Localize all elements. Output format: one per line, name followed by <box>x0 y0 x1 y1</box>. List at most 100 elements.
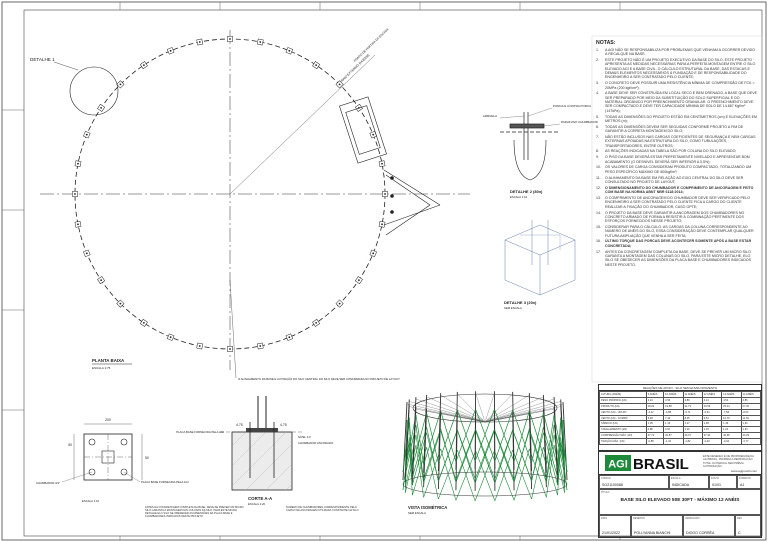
column-marker <box>354 103 363 112</box>
tb-rev-cell: REV. C <box>735 515 761 537</box>
plan-center-leader <box>229 279 237 379</box>
note-item: 15.CONSIDERAR PARA O CÁLCULO, AS CARGAS … <box>596 225 758 238</box>
note-item: 6.TODAS AS DIMENSÕES DEVEM SER SEGUIDAS … <box>596 125 758 134</box>
tb-title-label: TÍTULO <box>601 490 610 494</box>
tb-scale-value: INDICADA <box>672 483 690 487</box>
iso-member <box>412 412 427 467</box>
iso-member <box>409 406 486 423</box>
cut-scale: ESCALA 1:20 <box>248 502 266 506</box>
note-text: AS REAÇÕES INDICADAS NA TABELA SÃO POR C… <box>605 149 737 154</box>
tb-rev-label: REV. <box>737 516 743 520</box>
iso-member <box>455 409 476 462</box>
cut-note-right-box: NÚMERO DE CHUMBADORES CORRESPONDENTE PEL… <box>286 506 359 512</box>
iso-member <box>484 414 495 423</box>
iso-member <box>438 429 458 482</box>
note-item: 7.NÃO ESTÃO INCLUSOS NAS CARGAS COEFICIE… <box>596 135 758 148</box>
column-marker <box>116 80 125 89</box>
note-number: 14. <box>596 210 601 215</box>
iso-member <box>542 394 547 473</box>
detail3-scale: SEM ESCALA <box>504 306 522 310</box>
iso-member <box>531 412 544 464</box>
column-marker <box>139 318 148 327</box>
iso-member <box>475 430 496 484</box>
detail2-tag-nut: PORCA E CONTRA PORCA <box>553 104 591 108</box>
iso-member <box>494 409 515 462</box>
reactions-table: REAÇÕES DE APOIO - SILO SEM ENVELOPAMENT… <box>598 384 762 452</box>
iso-member <box>405 414 417 470</box>
column-marker <box>369 249 377 258</box>
note-item: 17.ANTES DA CONCRETAGEM COMPLETA DA BASE… <box>596 250 758 267</box>
iso-member <box>474 430 495 484</box>
tb-scale-label: ESCALA <box>671 476 681 480</box>
note-text: O DIMENSIONAMENTO DO CHUMBADOR E COMPRIM… <box>605 185 754 195</box>
plan-scale: ESCALA 1:75 <box>92 366 111 370</box>
note-item: 12.O DIMENSIONAMENTO DO CHUMBADOR E COMP… <box>596 186 758 195</box>
iso-member <box>531 432 544 482</box>
iso-member <box>484 403 564 423</box>
note-number: 3. <box>596 81 599 86</box>
iso-member <box>412 432 427 485</box>
iso-member <box>543 427 558 478</box>
iso-member <box>512 449 532 500</box>
column-marker <box>116 299 125 308</box>
iso-member <box>408 442 413 496</box>
iso-member <box>562 439 565 488</box>
iso-member <box>440 448 457 501</box>
iso-member <box>455 391 458 470</box>
plate-tag: PLACA BASE FORNECIDA PELA AGI <box>141 480 189 484</box>
iso-member <box>494 430 515 483</box>
iso-member <box>546 434 555 483</box>
column-marker <box>335 299 344 308</box>
cut-label: CORTE A-A <box>248 496 273 501</box>
logo-website: www.aggrowth.com <box>730 469 757 473</box>
tb-drawn-cell: DESENHO POLLYANNA BIANCHI <box>631 515 683 537</box>
note-number: 13. <box>596 196 601 201</box>
note-item: 10.OS VALORES DE CARGA CONSIDERAM PRODUT… <box>596 165 758 174</box>
plan-stair-bolts <box>390 176 394 214</box>
note-item: 4.A BASE DEVE SER CONSTRUÍDA EM LOCAL SE… <box>596 91 758 112</box>
plate-scale: ESCALA 1:10 <box>82 499 100 503</box>
tb-drawn-value: POLLYANNA BIANCHI <box>634 531 671 535</box>
iso-member <box>484 393 513 423</box>
iso-member <box>494 429 513 480</box>
note-text: O CONCRETO DEVE POSSUIR UMA RESISTÊNCIA … <box>605 81 755 90</box>
logo-disclaimer: ESTE DESENHO É DE PROPRIEDADE DA AGI BRA… <box>703 455 754 468</box>
iso-member <box>557 437 562 485</box>
tb-code-value: SG21100088 <box>602 483 623 487</box>
note-number: 9. <box>596 155 599 160</box>
plate-dim-top: 200 <box>105 418 111 422</box>
iso-member <box>408 422 413 478</box>
iso-member <box>494 409 513 462</box>
note-text: ÚLTIMO TORQUE DAS PORCAS DEVE ACONTECER … <box>605 239 752 248</box>
iso-member <box>474 450 495 502</box>
iso-member <box>512 429 532 482</box>
iso-member <box>474 429 495 480</box>
note-item: 13.O COMPRIMENTO DE ANCORAGEM DO CHUMBAD… <box>596 196 758 209</box>
detail2-label: DETALHE 2 (80x) <box>510 189 543 194</box>
reactions-cell: -2,40 <box>701 438 723 446</box>
notes-panel: NOTAS: 1.A AGI NÃO SE RESPONSABILIZA POR… <box>596 40 758 378</box>
notes-frame <box>591 35 763 383</box>
iso-member <box>423 394 428 473</box>
iso-member <box>475 409 496 462</box>
iso-member <box>415 444 424 498</box>
note-number: 6. <box>596 124 599 129</box>
tb-checked-cell: VERIFICADO DIOGO CORRÊA <box>683 515 735 537</box>
column-marker <box>256 342 264 350</box>
tb-rev-value: C <box>738 531 741 535</box>
title-block: CÓDIGO SG21100088 ESCALA INDICADA FOLHA … <box>598 474 762 538</box>
iso-member <box>542 409 547 488</box>
detail2-tag-bolt: PARAFUSO CHUMBADOR <box>561 120 599 124</box>
iso-member <box>512 409 532 464</box>
detail-3 <box>504 220 576 296</box>
plate-anchor-tag: CHUMBADOR 3/4" <box>36 481 60 485</box>
iso-member <box>528 393 533 471</box>
iso-member <box>457 429 476 480</box>
tb-format-label: FORMATO <box>739 476 751 480</box>
iso-member <box>484 398 555 423</box>
note-text: O PROJETO DA BASE DEVE GARANTIR A ANCORA… <box>605 210 745 224</box>
cut-note-left-box: ANTES DA CONCRETAGEM COMPLETA DA BASE, D… <box>145 506 244 518</box>
